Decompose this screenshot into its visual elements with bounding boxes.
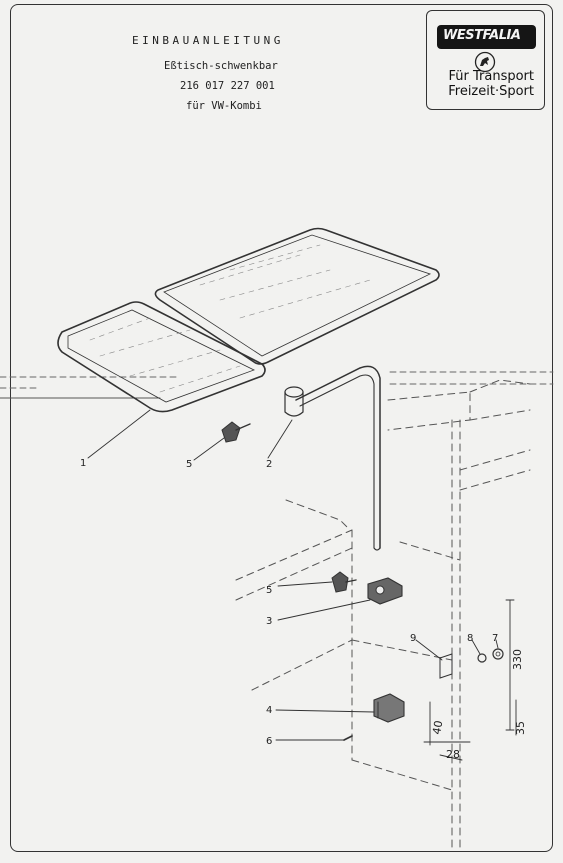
logo-brand-text: WESTFALIA [443, 28, 521, 43]
clamp-knob-upper [221, 421, 251, 443]
document-title: EINBAUANLEITUNG [132, 34, 284, 47]
callout-2: 2 [266, 459, 272, 470]
dimension-35: 35 [514, 721, 527, 735]
page-border [10, 4, 553, 852]
vehicle-name: für VW-Kombi [186, 100, 262, 112]
table-top-flap [57, 301, 266, 413]
dimension-330: 330 [511, 649, 524, 670]
callout-5-lower: 5 [266, 585, 272, 596]
plate-9 [439, 653, 453, 679]
cabinet-outline [235, 379, 531, 851]
callout-3: 3 [266, 616, 272, 627]
tagline-freizeit: Freizeit·Sport [448, 84, 534, 99]
product-name: Eßtisch-schwenkbar [164, 60, 278, 72]
dimension-40: 40 [430, 719, 445, 735]
horse-emblem-icon [474, 51, 496, 73]
screw [343, 735, 353, 741]
washer-8 [477, 653, 487, 663]
callout-8: 8 [467, 633, 473, 644]
callout-4: 4 [266, 705, 272, 716]
callout-7: 7 [492, 633, 498, 644]
callout-6: 6 [266, 736, 272, 747]
callout-1: 1 [80, 458, 86, 469]
callout-9: 9 [410, 633, 416, 644]
tagline-transport: Für Transport [448, 69, 534, 84]
clamp-knob-lower [331, 571, 357, 593]
logo-badge: WESTFALIA [437, 25, 536, 49]
lower-bracket [373, 693, 405, 723]
part-number: 216 017 227 001 [180, 80, 275, 92]
westfalia-logo: WESTFALIA Für Transport Freizeit·Sport [426, 10, 545, 110]
nut-7 [492, 648, 504, 660]
upper-bracket [367, 577, 403, 605]
swing-arm [284, 365, 381, 551]
leader-1 [87, 409, 151, 459]
dimension-28: 28 [446, 748, 460, 761]
callout-5-upper: 5 [186, 459, 192, 470]
table-top-main [154, 227, 440, 365]
